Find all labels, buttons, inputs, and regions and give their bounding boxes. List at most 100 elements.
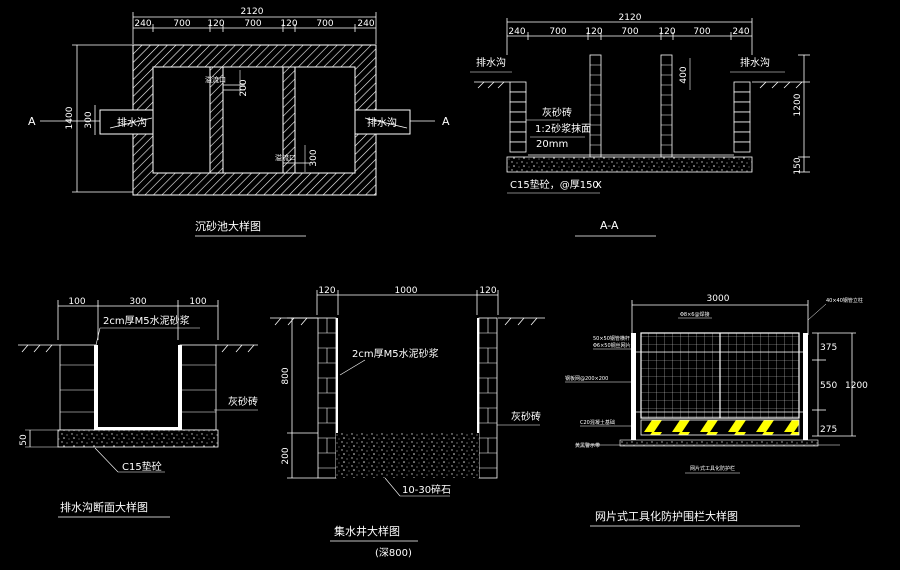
drain-base-label: C15垫砼 — [122, 460, 162, 473]
sump-left-dims — [287, 317, 318, 479]
fence-dim-bottom: 275 — [820, 425, 837, 435]
plan-pipe-dim-2: 300 — [309, 149, 319, 166]
aa-ground — [474, 81, 810, 89]
plan-inlet-pipe — [99, 109, 154, 135]
sump-ground — [270, 317, 545, 326]
fence-callout-l4: C20混凝土基础 — [580, 419, 615, 426]
aa-dim-6: 700 — [693, 27, 710, 37]
aa-right-label: 排水沟 — [740, 56, 770, 69]
aa-plaster-label-2: 20mm — [536, 139, 568, 150]
aa-dim-2: 700 — [549, 27, 566, 37]
fence-top-dims — [631, 300, 809, 335]
fence-callout-l5: 黄黑警示带 — [575, 442, 600, 449]
plan-dim-3: 120 — [207, 19, 224, 29]
aa-dim-total: 2120 — [619, 13, 642, 23]
aa-dim-base: 150 — [793, 157, 803, 174]
sump-dim-depth: 800 — [281, 367, 291, 384]
aa-brick-wall-right — [733, 81, 751, 153]
plan-partition-2 — [282, 66, 296, 174]
sump-top-dims — [316, 290, 499, 315]
sump-dim-gravel: 200 — [281, 447, 291, 464]
plan-pipe-dim-1: 200 — [239, 79, 249, 96]
plan-top-dims — [132, 12, 377, 44]
section-aa-view: 2120 240 700 120 700 120 700 240 排水沟 排水沟 — [470, 13, 810, 237]
drain-title: 排水沟断面大样图 — [60, 500, 148, 514]
aa-plaster-label-1: 1:2砂浆抹面 — [535, 122, 591, 135]
aa-wall-label: 灰砂砖 — [542, 106, 572, 119]
plan-dim-total: 2120 — [241, 7, 264, 17]
sump-dim-3: 120 — [479, 286, 496, 296]
aa-dim-4: 700 — [621, 27, 638, 37]
plan-dim-6: 700 — [316, 19, 333, 29]
drain-section-view: 100 300 100 50 2cm厚M5水泥砂浆 灰砂砖 C1 — [18, 297, 258, 518]
aa-dim-inner: 400 — [679, 66, 689, 83]
aa-dim-5: 120 — [658, 27, 675, 37]
aa-brick-wall-mid2 — [660, 54, 673, 158]
drain-plaster-label: 2cm厚M5水泥砂浆 — [103, 314, 190, 327]
sump-title: 集水井大样图 — [334, 524, 400, 538]
sump-wall-left — [317, 317, 337, 479]
aa-top-dims — [506, 18, 753, 55]
sump-gravel — [336, 433, 479, 478]
plan-pipe-label-2: 溢流口 — [275, 153, 296, 162]
fence-base — [619, 439, 819, 447]
drain-bottom-plaster — [96, 427, 180, 430]
fence-post-left — [631, 333, 636, 443]
aa-brick-wall-left — [509, 81, 527, 153]
sump-wall-right — [478, 317, 498, 479]
drain-wall-right — [178, 344, 217, 431]
drain-wall-label: 灰砂砖 — [228, 395, 258, 408]
fence-post-right — [803, 333, 808, 443]
fence-view: 3000 375 550 1200 275 Φ8×6@焊接 40×40钢管立柱 — [565, 294, 868, 527]
aa-dim-height: 1200 — [793, 93, 803, 116]
sump-gravel-label: 10-30碎石 — [402, 483, 451, 496]
plan-section-mark-right: A — [442, 115, 450, 128]
plan-section-mark-left: A — [28, 115, 36, 128]
aa-base-slab — [506, 156, 753, 173]
plan-dim-5: 120 — [280, 19, 297, 29]
fence-dim-mid: 550 — [820, 381, 837, 391]
plan-dim-4: 700 — [244, 19, 261, 29]
drain-wall-left — [59, 344, 98, 431]
fence-callout-l1: 50×50钢管横杆 — [593, 335, 630, 342]
plan-outlet-arrow — [364, 117, 408, 129]
plan-dim-pipe: 300 — [84, 111, 94, 128]
sump-dim-2: 1000 — [395, 286, 418, 296]
fence-callout-top: Φ8×6@焊接 — [680, 311, 710, 318]
fence-right-dims — [812, 332, 856, 437]
sump-wall-label: 灰砂砖 — [511, 410, 541, 423]
fence-callout-l2: Φ6×50钢丝网片 — [593, 342, 631, 349]
drain-top-dims — [57, 300, 219, 340]
drain-dim-3: 100 — [189, 297, 206, 307]
fence-title: 网片式工具化防护围栏大样图 — [595, 509, 738, 523]
drain-ground — [18, 344, 258, 353]
plan-outlet-label: 排水沟 — [367, 116, 397, 129]
drain-base — [57, 429, 219, 448]
drain-dim-base: 50 — [19, 434, 29, 446]
plan-dim-height: 1400 — [65, 106, 75, 129]
sump-subtitle: (深800) — [375, 547, 412, 559]
fence-callout-l3: 钢板网@200×200 — [565, 375, 608, 382]
plan-left-dims — [72, 44, 133, 193]
aa-base-label: C15垫砼，@厚150 — [510, 178, 599, 191]
aa-right-dims — [798, 54, 810, 173]
sump-plaster-label: 2cm厚M5水泥砂浆 — [352, 347, 439, 360]
fence-dim-top: 375 — [820, 343, 837, 353]
plan-outer-wall — [132, 44, 377, 196]
drain-dim-2: 300 — [129, 297, 146, 307]
fence-caption-small: 网片式工具化防护栏 — [690, 465, 735, 472]
sump-dim-1: 120 — [318, 286, 335, 296]
drain-dim-1: 100 — [68, 297, 85, 307]
plan-inlet-arrow — [109, 117, 153, 129]
plan-pipe-label-1: 溢流口 — [205, 75, 226, 84]
fence-callout-right: 40×40钢管立柱 — [826, 297, 863, 304]
plan-dim-2: 700 — [173, 19, 190, 29]
fence-dim-width: 3000 — [707, 294, 730, 304]
aa-dim-1: 240 — [508, 27, 525, 37]
plan-dim-1: 240 — [134, 19, 151, 29]
plan-dim-7: 240 — [357, 19, 374, 29]
plan-title: 沉砂池大样图 — [195, 219, 261, 233]
plan-partition-1 — [209, 66, 224, 174]
